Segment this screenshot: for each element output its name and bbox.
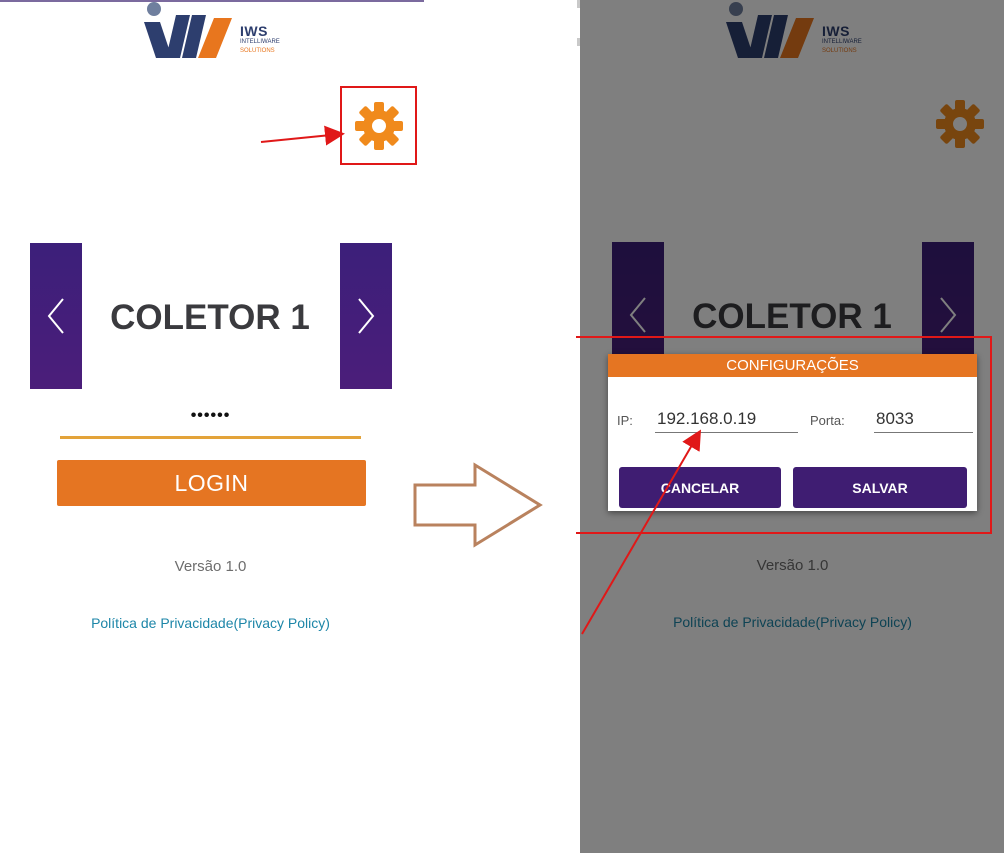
logo-line2: SOLUTIONS [240, 48, 275, 54]
port-label: Porta: [810, 413, 845, 428]
ip-label: IP: [617, 413, 633, 428]
prev-collector-button[interactable] [30, 243, 82, 389]
ip-underline [655, 432, 798, 433]
password-underline [60, 436, 361, 439]
iws-logo: IWS INTELLIWARE SOLUTIONS [142, 0, 282, 62]
password-input[interactable]: •••••• [190, 407, 231, 424]
settings-button[interactable] [353, 100, 405, 152]
privacy-policy-link[interactable]: Política de Privacidade(Privacy Policy) [91, 615, 330, 631]
chevron-left-icon [47, 298, 64, 334]
dialog-title: CONFIGURAÇÕES [608, 354, 977, 377]
logo-brand: IWS [240, 23, 268, 39]
annotation-highlight-gear [340, 86, 417, 165]
divider-mark [577, 0, 580, 8]
port-input[interactable]: 8033 [876, 409, 914, 428]
red-arrow-to-gear [260, 125, 345, 146]
annotation-highlight-dialog [576, 336, 992, 534]
gear-icon [355, 102, 403, 150]
next-collector-button[interactable] [340, 243, 392, 389]
ip-input[interactable]: 192.168.0.19 [657, 409, 757, 428]
red-arrow-to-ip [581, 429, 702, 635]
port-underline [874, 432, 973, 433]
logo-line1: INTELLIWARE [240, 39, 280, 45]
save-button[interactable]: SALVAR [793, 467, 967, 508]
login-screen: IWS INTELLIWARE SOLUTIONS COLETOR 1 [0, 0, 424, 631]
login-button[interactable]: LOGIN [57, 460, 366, 506]
collector-name: COLETOR 1 [110, 298, 310, 337]
status-line [0, 0, 424, 2]
chevron-right-icon [358, 298, 375, 334]
transition-arrow-icon [413, 462, 543, 548]
cancel-button[interactable]: CANCELAR [619, 467, 781, 508]
version-label: Versão 1.0 [174, 558, 247, 575]
divider-mark [577, 38, 580, 46]
